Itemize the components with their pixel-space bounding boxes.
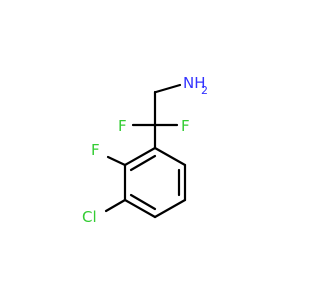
bonds <box>104 83 187 219</box>
nh2-label: NH <box>183 74 206 92</box>
fluorine-label-ring: F <box>91 141 100 159</box>
chlorine-label: Cl <box>82 208 97 226</box>
nh2-subscript: 2 <box>201 84 208 97</box>
ring-bond-6-1 <box>153 146 187 167</box>
molecule-diagram: NH 2 F F F Cl <box>82 74 208 226</box>
ring-double-bond-1 <box>129 154 157 172</box>
bond-ring-cl <box>104 198 127 213</box>
ring-bond-1-2 <box>123 146 157 167</box>
ring-bond-4-5 <box>153 198 187 219</box>
bond-n-ch2 <box>154 83 182 94</box>
atom-labels: NH 2 F F F Cl <box>82 74 208 226</box>
nh2-text: NH <box>183 74 206 92</box>
fluorine-label-right: F <box>181 117 190 135</box>
ring-bond-3-4 <box>123 198 157 219</box>
bond-ring-f <box>106 155 127 167</box>
fluorine-label-left: F <box>118 117 127 135</box>
ring-double-bond-2 <box>129 193 157 211</box>
